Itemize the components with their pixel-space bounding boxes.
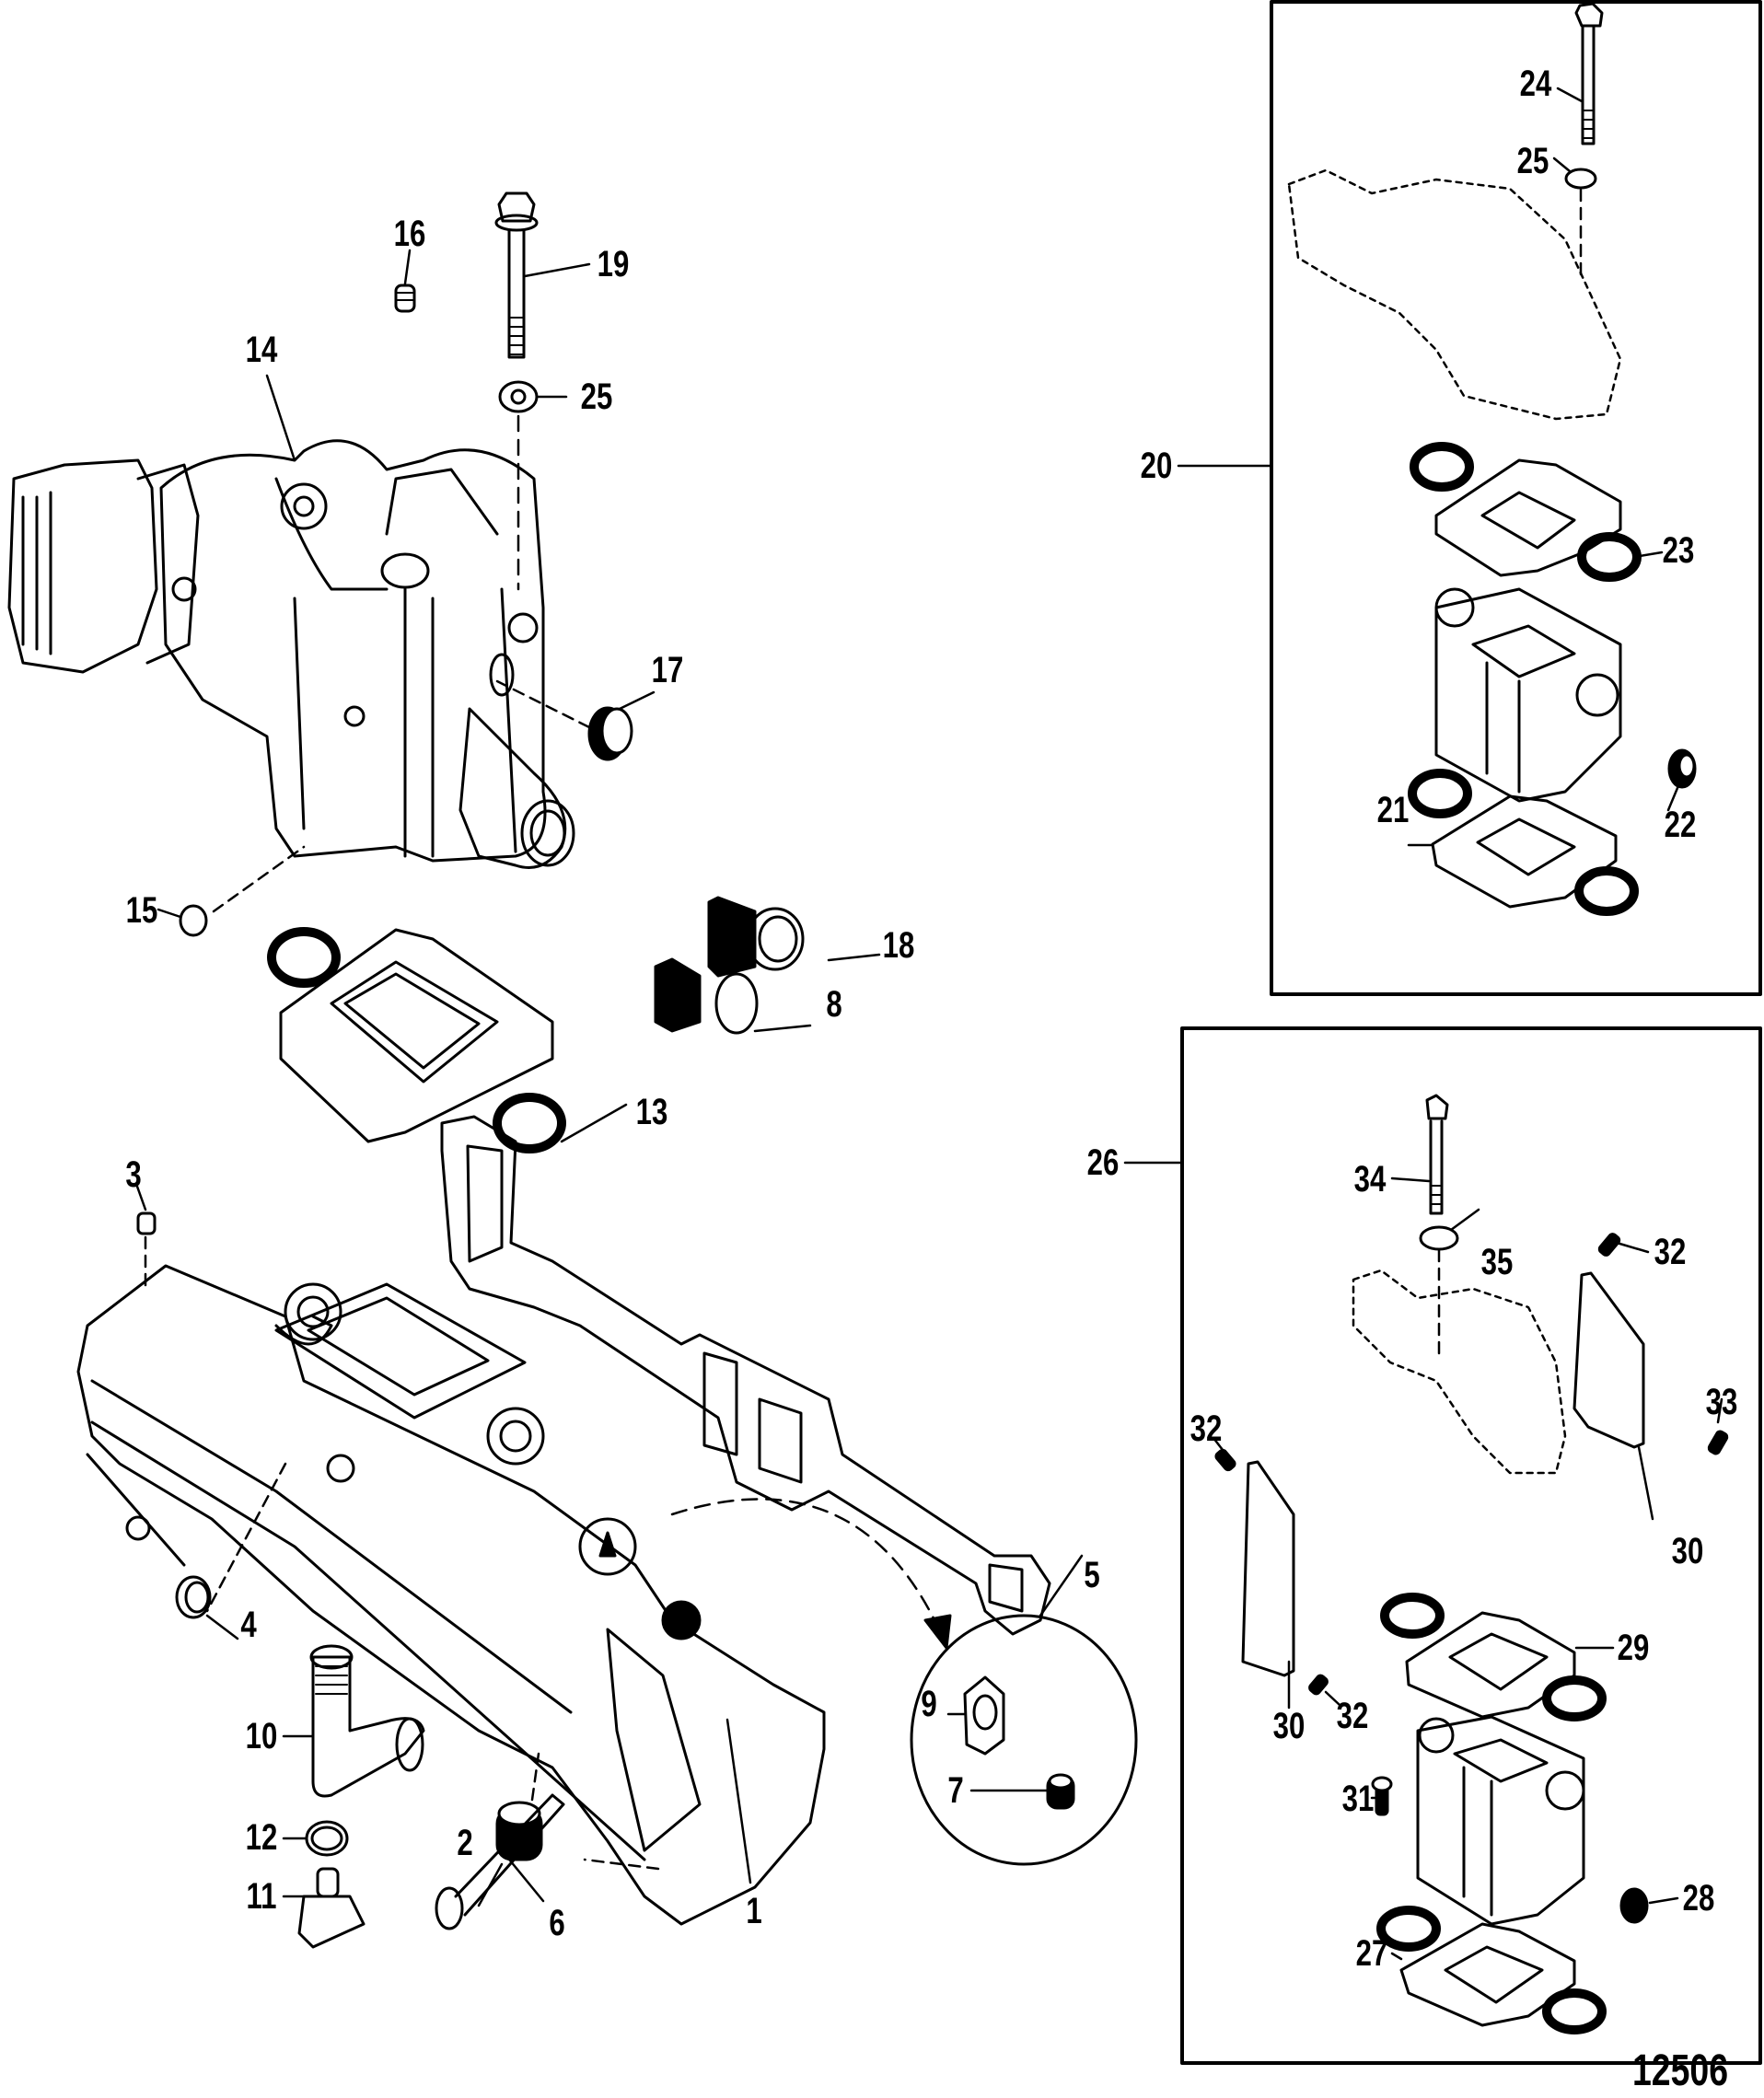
callout-29: 29 [1617,1628,1650,1668]
callout-2: 2 [457,1823,473,1863]
exhaust-elbow-drawing [7,439,575,869]
exhaust-manifold-drawing [76,1264,826,1926]
callout-18: 18 [882,925,915,966]
callout-30-right: 30 [1671,1531,1704,1571]
callout-12: 12 [245,1817,278,1858]
callout-22: 22 [1664,805,1697,845]
washer-25-drawing [498,380,568,591]
pipe-plug-2-drawing [477,1752,543,1907]
callout-5: 5 [1084,1555,1100,1595]
o-ring-12-drawing [282,1820,349,1857]
plug-4-drawing [175,1575,239,1640]
kit-26-frame [1180,1026,1762,2065]
elbow-fitting-10-drawing [282,1644,425,1798]
callout-1: 1 [746,1891,762,1931]
fitting-18-drawing [707,896,881,978]
diagram-id-number: 12506 [1631,2046,1729,2095]
callout-32-left: 32 [1190,1408,1223,1449]
plug-17-drawing [495,679,656,761]
callout-25-kit: 25 [1516,141,1549,181]
callout-33: 33 [1705,1382,1738,1422]
kit-20-drawing [1287,2,1697,916]
callout-20: 20 [1140,446,1173,486]
callout-3: 3 [125,1154,142,1195]
callout-28: 28 [1682,1878,1715,1918]
callout-16: 16 [393,214,426,254]
callout-14: 14 [245,330,278,370]
callout-7: 7 [947,1770,964,1811]
callout-31: 31 [1341,1779,1375,1819]
gasket-13-drawing [267,927,628,1153]
detail-circle [910,1614,1138,1866]
plug-16-drawing [394,249,416,313]
callout-9: 9 [921,1684,937,1724]
fitting-8-drawing [654,957,812,1035]
callout-6: 6 [549,1903,565,1943]
kit-20-frame [1270,0,1762,996]
detail-arrow [670,1498,941,1631]
callout-10: 10 [245,1716,278,1756]
bolt-6-drawing [435,1793,565,1930]
callout-21: 21 [1376,790,1410,830]
callout-26: 26 [1086,1142,1120,1183]
leader-14 [265,374,296,462]
callout-13: 13 [635,1092,668,1132]
callout-8: 8 [826,984,842,1025]
callout-23: 23 [1662,530,1695,571]
plug-3-drawing [134,1182,157,1291]
callout-17: 17 [651,650,684,690]
detail-arrowhead [923,1614,952,1650]
drain-plug-11-drawing [282,1867,366,1949]
kit-26-drawing [1212,1094,1729,2034]
gasket-5-drawing [440,1115,1084,1636]
callout-32-top-right: 32 [1654,1232,1687,1272]
callout-27: 27 [1355,1933,1388,1974]
callout-34: 34 [1353,1159,1387,1200]
callout-32-bottom: 32 [1336,1696,1369,1736]
callout-19: 19 [597,244,630,284]
callout-4: 4 [240,1605,257,1645]
callout-24: 24 [1519,64,1552,104]
bolt-19-drawing [494,191,591,359]
cup-plug-15-drawing [157,845,306,937]
callout-30-left: 30 [1272,1706,1306,1746]
callout-35: 35 [1480,1242,1514,1282]
callout-25: 25 [580,377,613,417]
callout-11: 11 [246,1876,277,1917]
callout-15: 15 [125,890,158,931]
